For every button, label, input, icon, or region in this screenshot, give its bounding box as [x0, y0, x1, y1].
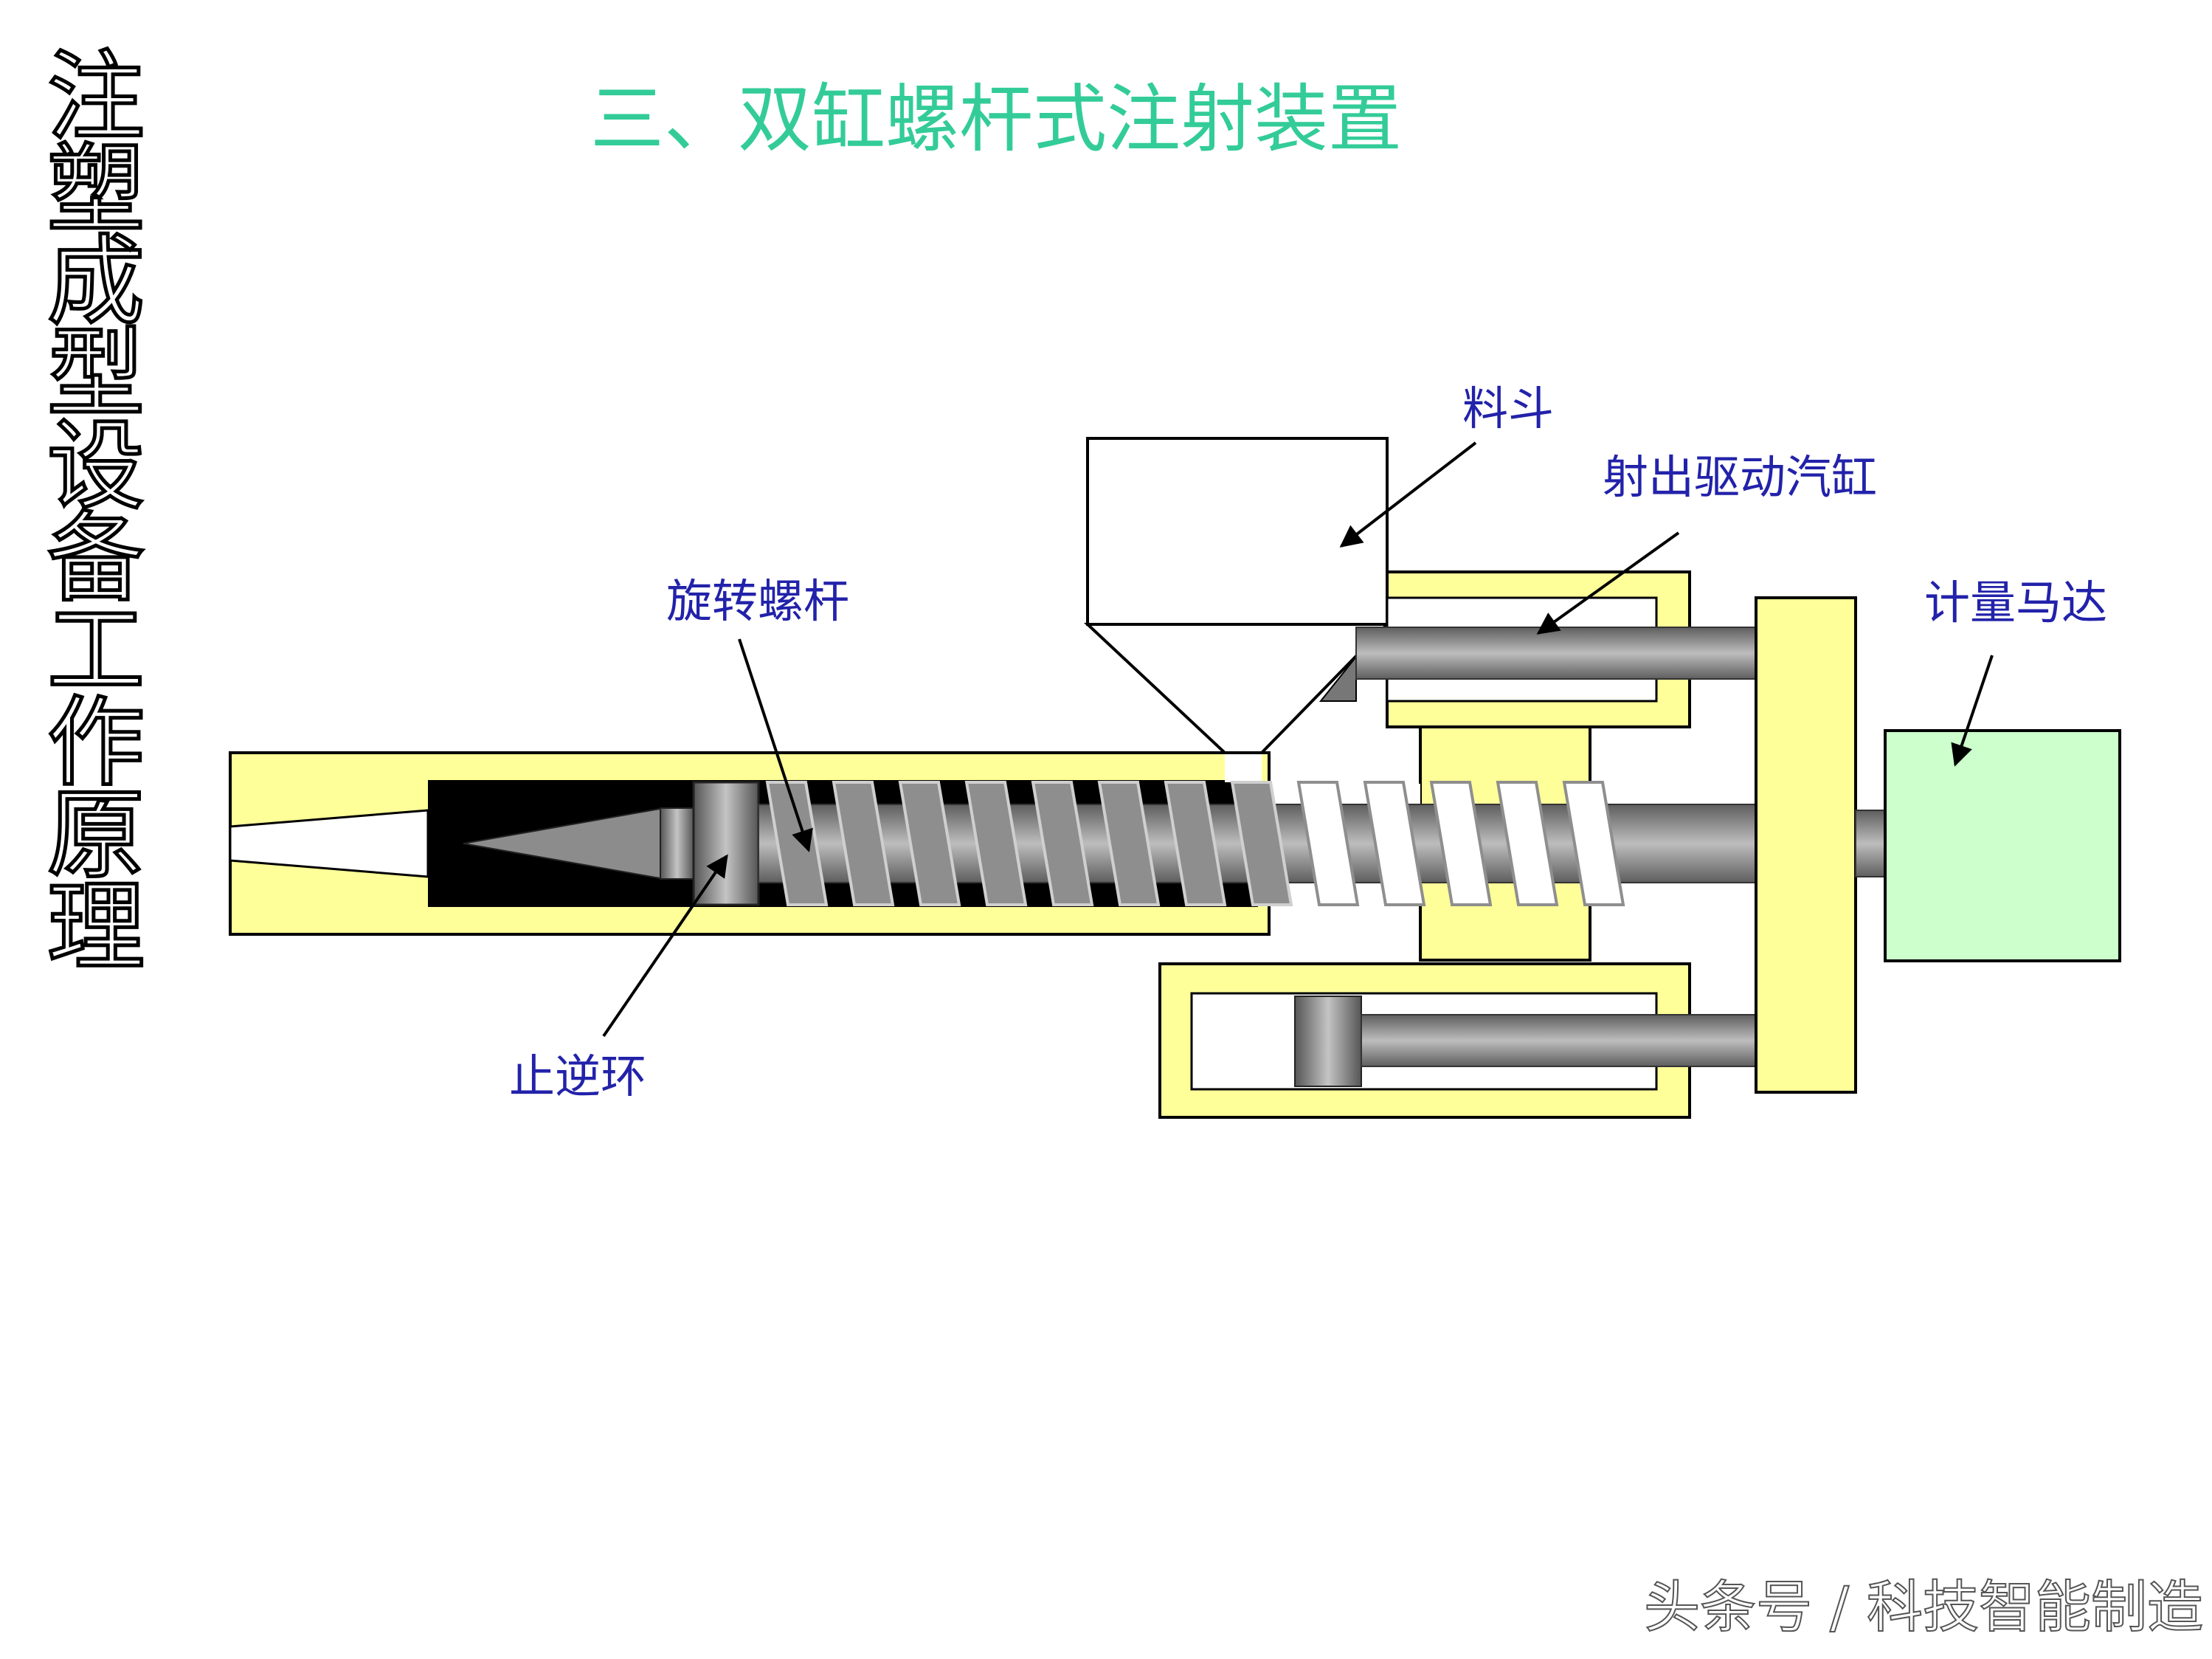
- screw-flight: [1296, 781, 1360, 906]
- side-title-char: 型: [46, 317, 147, 431]
- screw-flight: [1031, 781, 1094, 906]
- label-check-ring: 止逆环: [509, 1049, 646, 1103]
- check-ring: [692, 781, 760, 906]
- screw-flight: [964, 781, 1028, 906]
- screw-flights: [765, 781, 1625, 906]
- screw-flight: [1164, 781, 1227, 906]
- side-title-char: 原: [46, 779, 147, 892]
- crosshead-plate: [1755, 596, 1857, 1094]
- watermark: 头条号 / 科技智能制造: [1643, 1573, 2204, 1641]
- screw-flight: [1429, 781, 1493, 906]
- screw-flight: [1230, 781, 1293, 906]
- screw-flight: [898, 781, 961, 906]
- side-title: 注塑成型设备工作原理: [22, 41, 170, 984]
- side-title-char: 工: [46, 594, 147, 708]
- side-title-char: 理: [46, 871, 147, 984]
- feed-throat: [1225, 751, 1262, 782]
- side-title-char: 备: [46, 502, 147, 615]
- screw-flight: [1562, 781, 1625, 906]
- injection-cylinder-lower: [1158, 962, 1772, 1119]
- slide-title: 三、双缸螺杆式注射装置: [590, 76, 1402, 162]
- side-title-char: 注: [46, 41, 147, 154]
- arrow-metering-motor: [1951, 655, 1994, 767]
- label-injection-cylinder: 射出驱动汽缸: [1603, 450, 1877, 504]
- side-title-char: 塑: [46, 133, 147, 246]
- hopper: [1083, 437, 1391, 754]
- label-rotating-screw: 旋转螺杆: [666, 574, 849, 628]
- screw-tip-head: [660, 807, 694, 880]
- screw-flight: [1496, 781, 1559, 906]
- arrow-hopper: [1339, 441, 1477, 548]
- screw-flight: [832, 781, 895, 906]
- motor-shaft: [1855, 810, 1890, 877]
- label-hopper: 料斗: [1462, 382, 1554, 435]
- side-title-char: 作: [46, 686, 147, 800]
- side-title-char: 成: [46, 225, 147, 339]
- arrow-check-ring: [602, 854, 728, 1038]
- arrow-rotating-screw: [738, 638, 813, 852]
- label-metering-motor: 计量马达: [1924, 576, 2107, 630]
- screw-flight: [1097, 781, 1161, 906]
- metering-motor: [1884, 729, 2121, 962]
- arrow-injection-cylinder: [1536, 531, 1680, 635]
- screw-flight: [1363, 781, 1426, 906]
- side-title-char: 设: [46, 410, 147, 523]
- injection-cylinder-upper: [1318, 570, 1770, 728]
